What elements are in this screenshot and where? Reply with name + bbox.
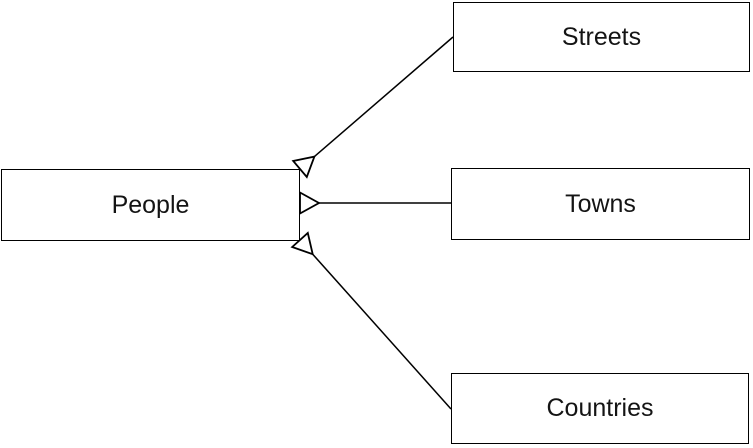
node-countries: Countries <box>451 373 749 444</box>
hollow-triangle-arrowhead-streets <box>291 155 316 179</box>
node-streets: Streets <box>453 2 750 72</box>
node-people-label: People <box>111 190 190 219</box>
node-towns: Towns <box>451 168 750 240</box>
hollow-triangle-arrowhead-countries <box>290 231 314 256</box>
node-streets-label: Streets <box>561 22 642 51</box>
node-people: People <box>1 169 300 241</box>
node-countries-label: Countries <box>546 394 654 422</box>
connector-people-streets <box>313 36 454 158</box>
node-towns-label: Towns <box>565 189 636 218</box>
connector-people-countries <box>312 253 452 410</box>
hollow-triangle-arrowhead-towns <box>299 190 321 216</box>
